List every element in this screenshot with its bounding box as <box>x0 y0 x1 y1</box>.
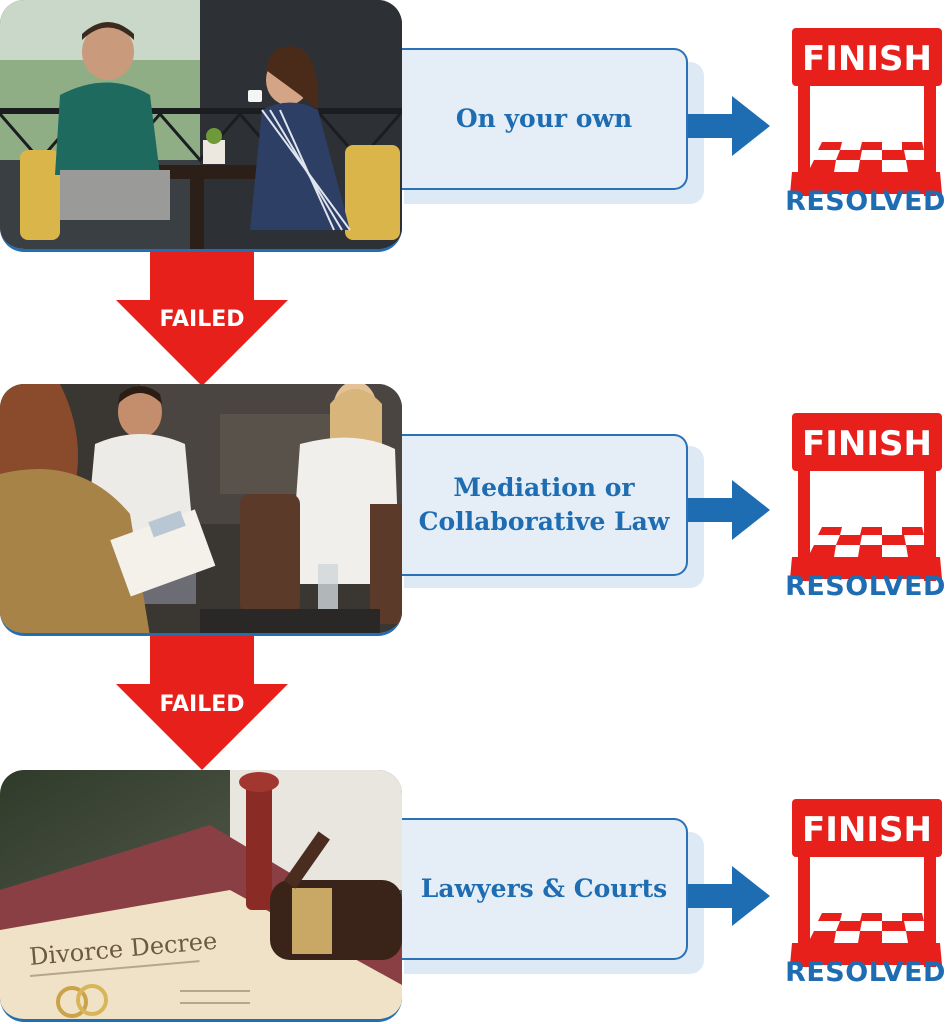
right-arrow-icon <box>688 96 770 156</box>
failed-label: FAILED <box>159 307 245 332</box>
finish-sign-text: FINISH <box>802 810 932 850</box>
resolved-label: RESOLVED <box>785 571 946 602</box>
stage-3-box: Lawyers & Courts <box>402 818 688 960</box>
failed-label: FAILED <box>159 692 245 717</box>
right-arrow-icon <box>688 866 770 926</box>
stage-1-label: On your own <box>455 104 633 133</box>
stage-2-label: Mediation or Collaborative Law <box>418 473 670 536</box>
resolved-label: RESOLVED <box>785 957 946 988</box>
down-arrow-icon <box>116 252 288 386</box>
finish-sign-text: FINISH <box>802 424 932 464</box>
finish-line-icon: FINISH <box>790 413 942 581</box>
finish-line-icon: FINISH <box>790 28 942 196</box>
resolved-label: RESOLVED <box>785 186 946 217</box>
stage-3-photo: Divorce Decree <box>0 770 402 1022</box>
down-arrow-icon <box>116 636 288 770</box>
stage-1-box: On your own <box>402 48 688 190</box>
stage-1-photo <box>0 0 402 252</box>
finish-sign-text: FINISH <box>802 39 932 79</box>
stage-2-box: Mediation or Collaborative Law <box>402 434 688 576</box>
finish-line-icon: FINISH <box>790 799 942 967</box>
stage-3-label: Lawyers & Courts <box>420 874 668 903</box>
stage-2-photo <box>0 384 402 636</box>
right-arrow-icon <box>688 480 770 540</box>
